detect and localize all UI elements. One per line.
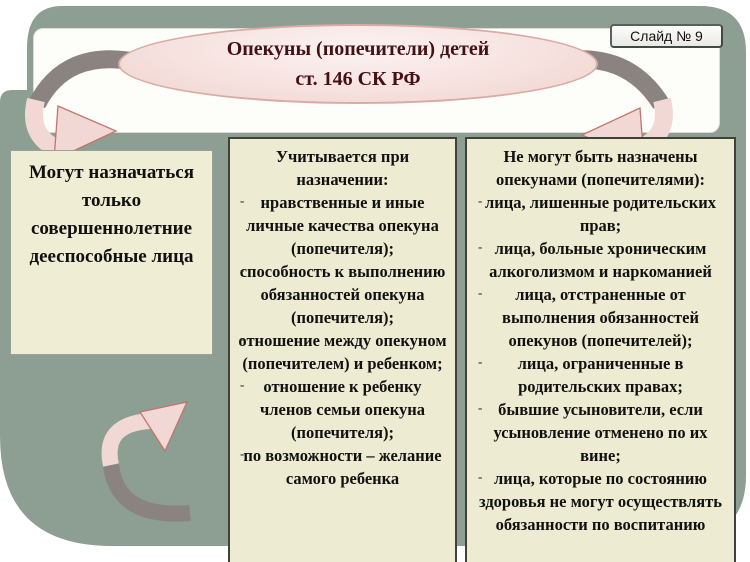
exclusions-box: Не могут быть назначены опекунами (попеч… <box>465 137 736 562</box>
exclusions-list: лица, лишенные родительских прав;лица, б… <box>473 189 728 536</box>
exclusions-box-header: Не могут быть назначены опекунами (попеч… <box>495 147 706 189</box>
slide-number-badge: Слайд № 9 <box>610 24 723 48</box>
list-item: отношение к ребенку членов семьи опекуна… <box>235 373 450 444</box>
list-item: лица, ограниченные в родительских правах… <box>473 350 728 398</box>
title-ellipse: Опекуны (попечители) детей ст. 146 СК РФ <box>118 24 598 104</box>
slide-title-line2: ст. 146 СК РФ <box>295 68 421 90</box>
curved-arrow-bottom-icon <box>101 401 191 522</box>
criteria-list: нравственные и иные личные качества опек… <box>235 189 450 490</box>
criteria-box: Учитывается при назначении: нравственные… <box>228 137 457 562</box>
list-item: по возможности – желание самого ребенка <box>235 442 450 490</box>
slide-number-label: Слайд № 9 <box>630 28 703 44</box>
left-requirement-text: Могут назначаться только совершеннолетни… <box>29 162 194 267</box>
list-item: лица, больные хроническим алкоголизмом и… <box>473 235 728 283</box>
slide-title-line1: Опекуны (попечители) детей <box>226 38 490 60</box>
left-requirement-box: Могут назначаться только совершеннолетни… <box>10 150 213 355</box>
list-item: нравственные и иные личные качества опек… <box>235 189 450 260</box>
list-item: лица, отстраненные от выполнения обязанн… <box>473 281 728 352</box>
curved-arrow-left-icon <box>25 50 138 162</box>
list-item: отношение между опекуном (попечителем) и… <box>235 327 450 375</box>
list-item: бывшие усыновители, если усыновление отм… <box>473 396 728 467</box>
list-item: лица, которые по состоянию здоровья не м… <box>473 465 728 536</box>
list-item: лица, лишенные родительских прав; <box>473 189 728 237</box>
criteria-box-header: Учитывается при назначении: <box>275 147 410 189</box>
list-item: способность к выполнению обязанностей оп… <box>235 258 450 329</box>
